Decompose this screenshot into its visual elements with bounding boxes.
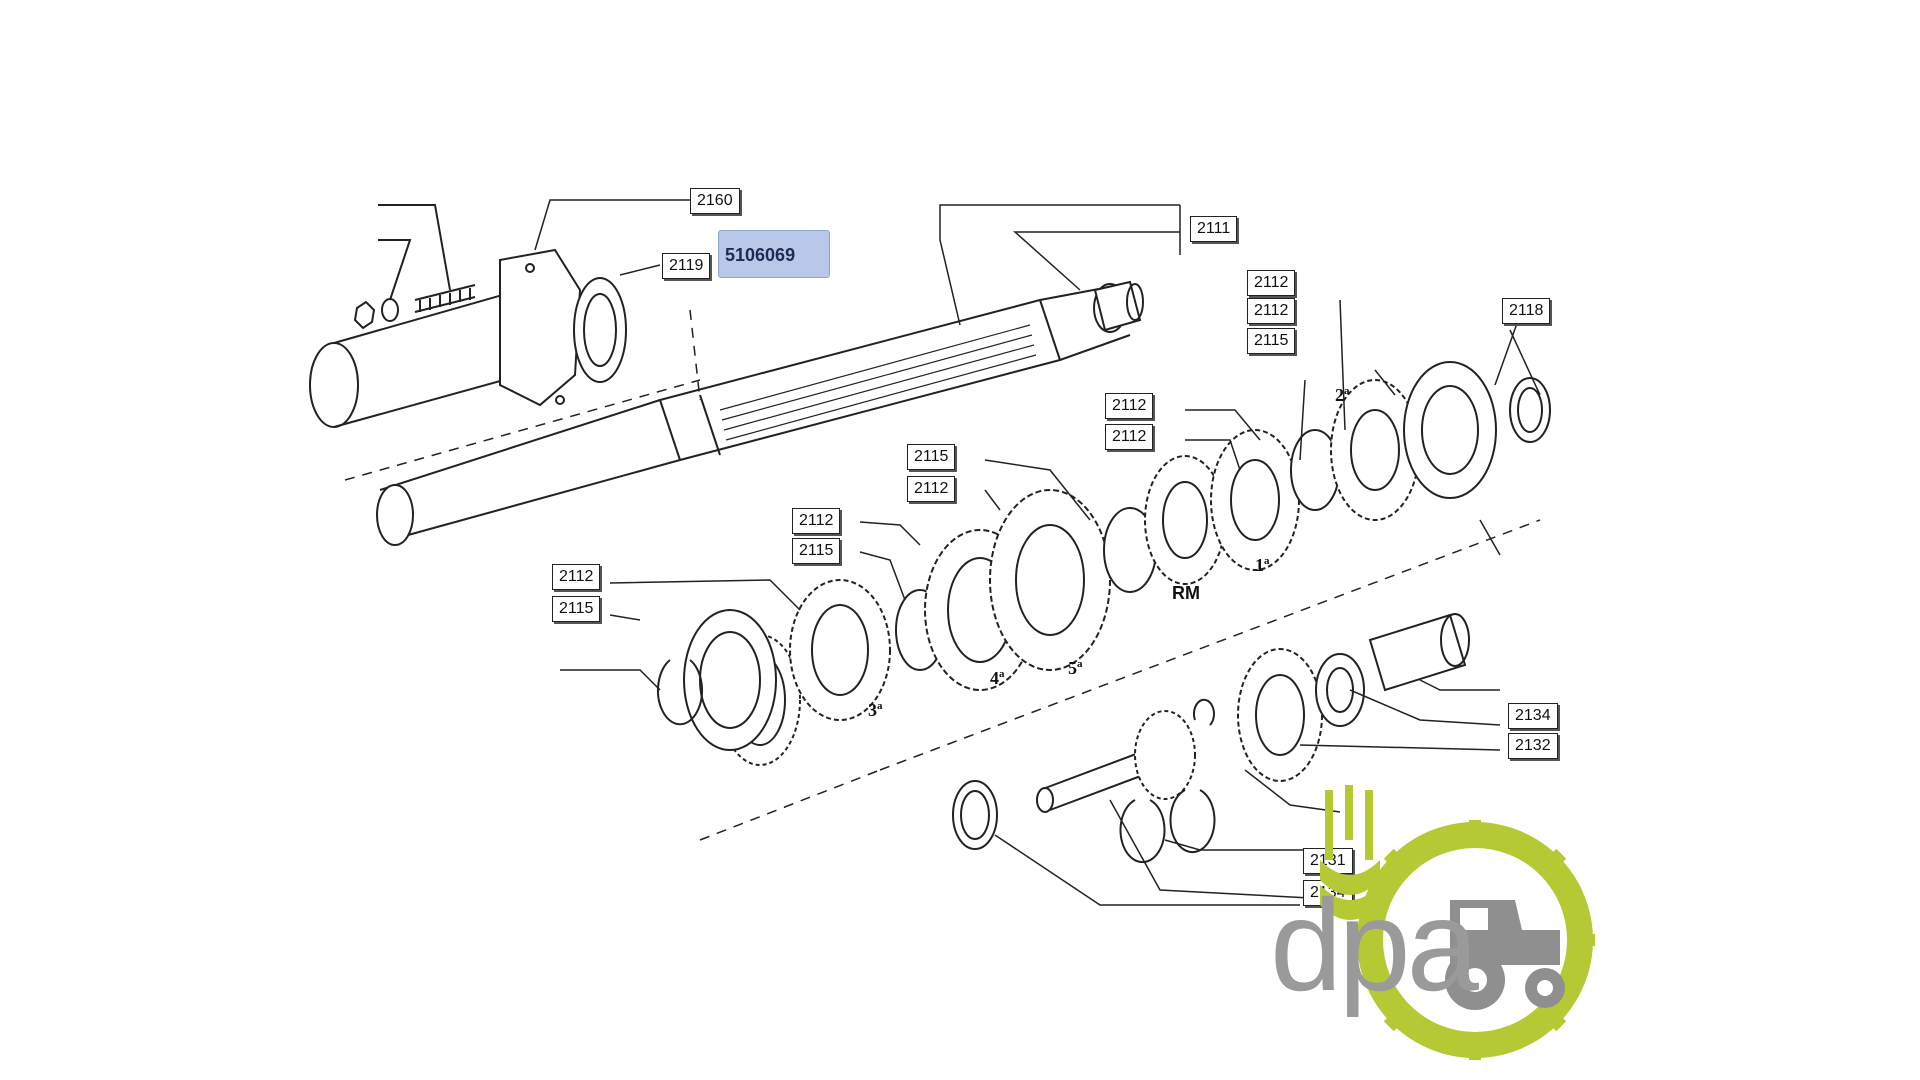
callout-2160[interactable]: 2160 (690, 188, 740, 214)
callout-2112[interactable]: 2112 (1105, 424, 1154, 450)
bearing-circlip (657, 609, 777, 751)
dpa-logo-text: dpa (1270, 872, 1479, 1018)
bush-2111 (1093, 280, 1144, 332)
callout-2112[interactable]: 2112 (1247, 298, 1296, 324)
callout-2112[interactable]: 2112 (907, 476, 956, 502)
gear-label-3: 3a (868, 700, 883, 720)
wheat-icon (1320, 785, 1380, 920)
callout-2115[interactable]: 2115 (907, 444, 956, 470)
dpa-logo (1320, 785, 1595, 1060)
callout-2119[interactable]: 2119 (662, 253, 711, 279)
dashed-guides (344, 309, 1541, 841)
callout-2134[interactable]: 2134 (1508, 703, 1558, 729)
gear-label-5: 5a (1068, 658, 1083, 678)
callout-2115[interactable]: 2115 (792, 538, 841, 564)
gear-label-2: 2a (1335, 385, 1350, 405)
gear-label-1: 1a (1255, 555, 1270, 575)
leader-lines (534, 199, 1541, 906)
stud-nut-washer (353, 204, 476, 330)
callout-2112[interactable]: 2112 (552, 564, 601, 590)
callout-2118[interactable]: 2118 (1502, 298, 1551, 324)
callout-2115[interactable]: 2115 (1247, 328, 1296, 354)
callout-2111[interactable]: 2111 (1190, 216, 1238, 242)
callout-2112[interactable]: 2112 (1105, 393, 1154, 419)
input-hub (309, 248, 627, 428)
callout-2115[interactable]: 2115 (552, 596, 601, 622)
gear-label-4: 4a (990, 668, 1005, 688)
tractor-icon (1445, 900, 1565, 1010)
callout-2112[interactable]: 2112 (792, 508, 841, 534)
gear-label-reverse: RM (1172, 583, 1200, 603)
lower-shaft (952, 613, 1470, 864)
callout-2112[interactable]: 2112 (1247, 270, 1296, 296)
part-number-highlight[interactable]: 5106069 (718, 230, 830, 278)
logo-ring (1355, 820, 1595, 1060)
callout-2132[interactable]: 2132 (1508, 733, 1558, 759)
